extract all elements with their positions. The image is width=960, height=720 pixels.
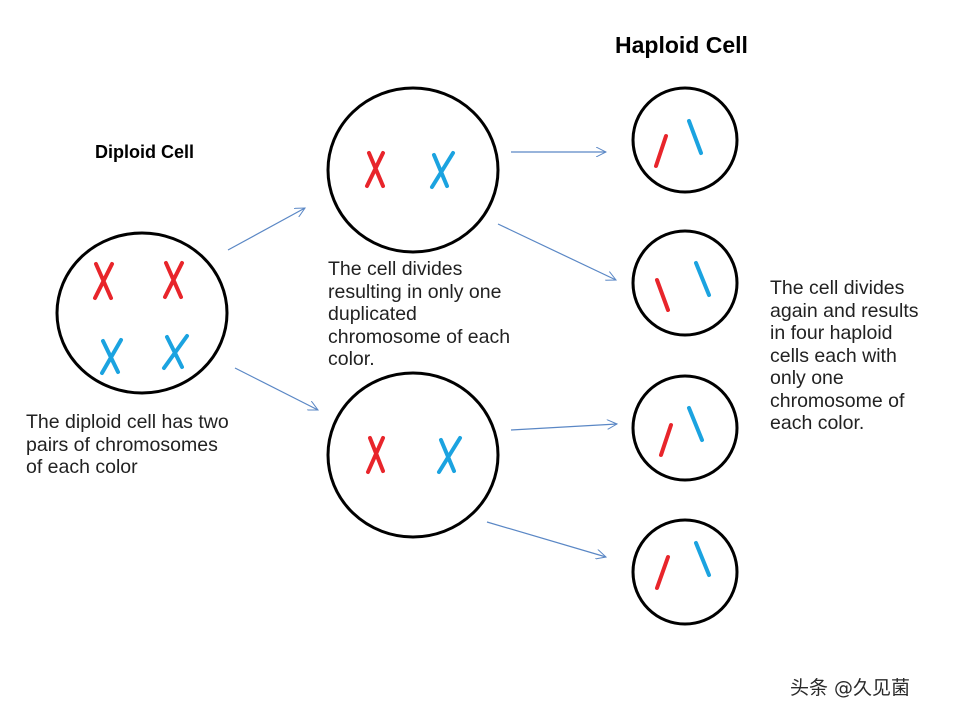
bottom-cell-red-chromosome [366,436,385,474]
caption-line: The cell divides [770,277,905,299]
haploid-cell-2-red-chromosome [655,278,670,312]
haploid-cell-title: Haploid Cell [615,32,748,58]
top-cell-blue-chromosome [430,151,455,189]
haploid-cell-3-blue-chromosome [687,406,704,442]
first-division-cell-bottom [326,371,500,539]
caption-line: duplicated [328,303,417,325]
haploid-cell-1-red-chromosome [654,134,668,168]
arrow-top-to-haploid-2 [497,223,616,280]
caption-line: again and results [770,299,919,322]
second-division-caption: The cell divides again and results in fo… [770,277,919,435]
caption-line: cells each with [770,344,897,367]
first-division-cell-top [326,86,500,254]
caption-line: each color. [770,412,865,434]
caption-line: only one [770,367,844,389]
caption-line: color. [328,348,375,370]
haploid-cell-2-blue-chromosome [694,261,711,297]
diploid-caption: The diploid cell has two pairs of chromo… [26,411,229,479]
diploid-red-chromosome-1 [93,262,114,300]
haploid-cell-3 [631,374,739,482]
diploid-blue-chromosome-2 [162,334,189,370]
top-cell-red-chromosome [365,151,385,188]
haploid-cell-1 [631,86,739,194]
haploid-cell-3-red-chromosome [659,423,673,457]
caption-line: chromosome of [770,389,905,412]
haploid-cell-4-red-chromosome [655,555,670,590]
caption-line: in four haploid [770,322,893,344]
haploid-cell-1-blue-chromosome [687,119,703,155]
diploid-cell [55,231,229,395]
caption-line: pairs of chromosomes [26,433,218,456]
arrow-diploid-to-top [227,208,305,251]
caption-line: of each color [26,456,138,478]
arrow-bottom-to-haploid-4 [486,521,606,557]
haploid-cell-4-blue-chromosome [694,541,711,577]
haploid-cell-4 [631,518,739,626]
haploid-cell-2 [631,229,739,337]
diploid-cell-title: Diploid Cell [95,142,194,162]
caption-line: The cell divides [328,258,463,280]
bottom-cell-blue-chromosome [437,436,462,474]
arrow-bottom-to-haploid-3 [510,424,617,431]
arrow-diploid-to-bottom [234,367,318,411]
diploid-blue-chromosome-1 [100,338,123,375]
caption-line: chromosome of each [328,325,511,348]
caption-line: The diploid cell has two [26,411,229,433]
watermark: 头条 @久见菌 [790,677,911,699]
diploid-red-chromosome-2 [163,261,184,299]
first-division-caption: The cell divides resulting in only one d… [328,258,510,371]
caption-line: resulting in only one [328,280,502,303]
